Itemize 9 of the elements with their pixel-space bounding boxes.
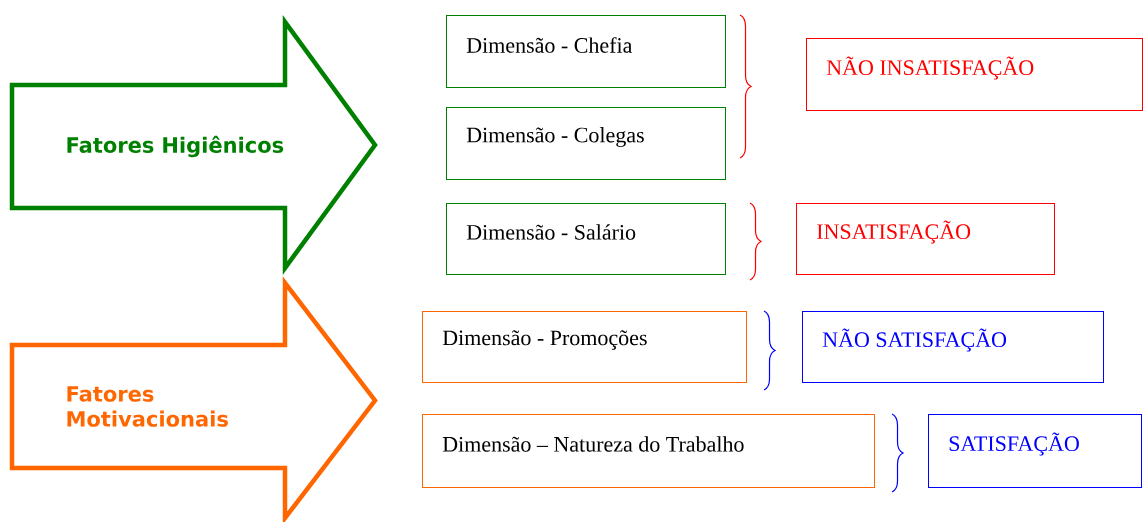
outcome-box: INSATISFAÇÃO [796,203,1055,275]
dimension-box: Dimensão - Promoções [422,311,747,383]
outcome-box: NÃO INSATISFAÇÃO [806,38,1143,111]
outcome-box: NÃO SATISFAÇÃO [802,311,1104,383]
dimension-box: Dimensão - Salário [446,203,726,275]
dimension-box: Dimensão - Chefia [446,15,726,88]
outcome-box: SATISFAÇÃO [928,414,1142,488]
dimension-box: Dimensão – Natureza do Trabalho [422,414,875,488]
dimension-box: Dimensão - Colegas [446,107,726,180]
